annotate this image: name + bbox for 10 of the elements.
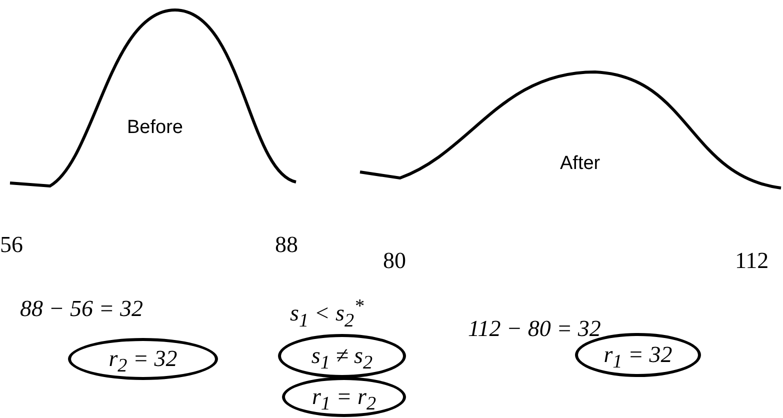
- circled-equation: r$_{2}$ = 32: [68, 338, 218, 380]
- axis-value: 80: [383, 248, 406, 274]
- circled-equation: r$_{1}$ = r$_{2}$: [282, 377, 406, 417]
- axis-value: 112: [735, 248, 769, 274]
- equation: 88 − 56 = 32: [20, 296, 144, 322]
- axis-value: 56: [0, 232, 23, 258]
- axis-value: 88: [275, 232, 298, 258]
- curve-label: After: [560, 154, 600, 175]
- curve-label: Before: [127, 118, 183, 139]
- circled-equation: s$_{1}$ ≠ s$_{2}$: [278, 334, 406, 378]
